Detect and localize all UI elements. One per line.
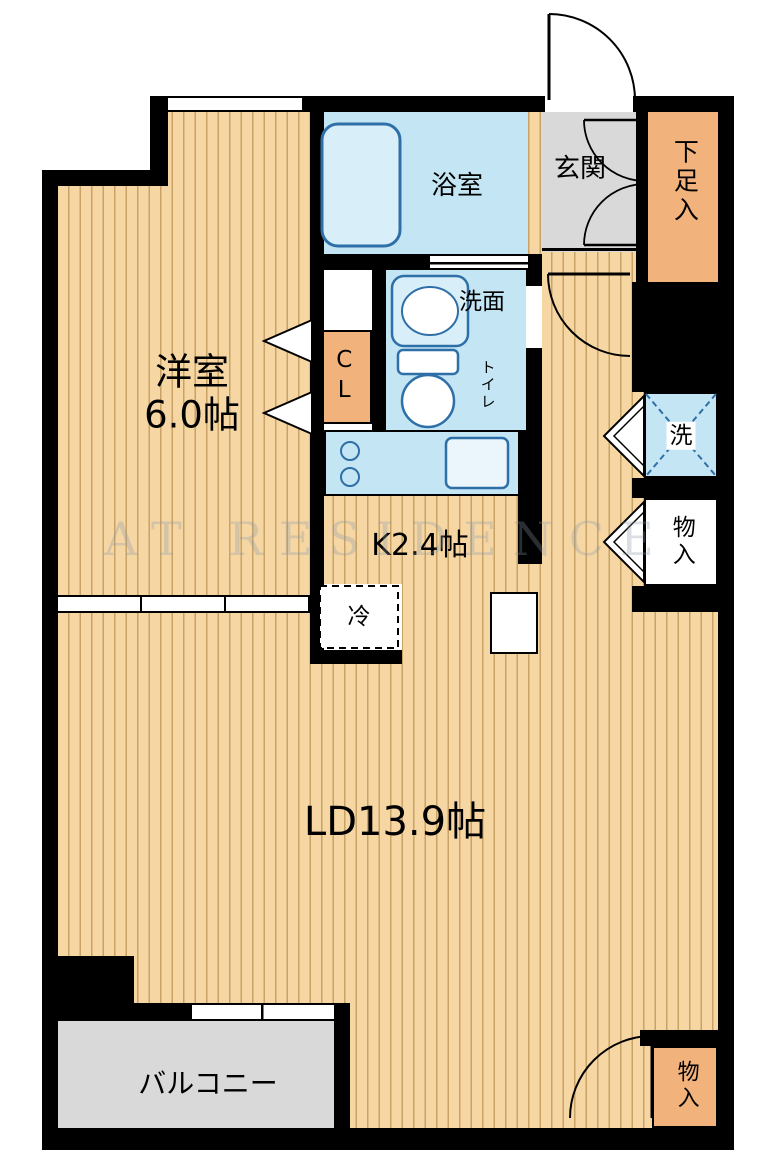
wall-mid-vertical: [310, 112, 324, 664]
toilet-bowl-icon: [400, 373, 456, 429]
label-closet: CL: [331, 347, 358, 407]
label-storage-bottom: 物入: [673, 1060, 699, 1112]
bottom-door-arc: [569, 1035, 653, 1119]
sliding-partition-western-ld: [58, 595, 310, 613]
label-toilet: トイレ: [478, 359, 497, 411]
wall-washroom-left: [372, 258, 386, 430]
wall-kitchen-bottom: [310, 650, 402, 664]
wall-kitchen-right: [518, 430, 542, 564]
label-storage-mid: 物入: [668, 515, 695, 569]
wall-laundry-storage-sep: [632, 478, 734, 498]
bathtub-icon: [320, 122, 402, 248]
outside-notch: [0, 0, 150, 172]
label-fridge: 冷: [347, 603, 371, 630]
room-balcony: [58, 1020, 334, 1128]
label-living-dining: LD13.9帖: [303, 799, 487, 845]
wall-bottom: [42, 1128, 734, 1150]
washbasin-bowl-icon: [401, 286, 459, 336]
room-storage-mid: [644, 498, 718, 586]
storage-bifold-inner: [612, 511, 645, 573]
window-ld-balcony: [192, 1003, 334, 1021]
wall-balcony-right: [334, 1003, 350, 1150]
laundry-bifold-inner: [612, 405, 645, 467]
wall-storage-bottom-top: [640, 1030, 734, 1046]
western-room-size: 6.0帖: [144, 393, 240, 436]
wall-storage-bottom-sep: [632, 586, 734, 612]
closet-bifold-icon-bottom: [261, 390, 313, 436]
label-entrance: 玄関: [553, 154, 607, 185]
toilet-tank-icon: [396, 348, 460, 376]
wall-left: [42, 170, 58, 1150]
label-shoe-cabinet: 下足入: [670, 138, 700, 226]
entrance-door-opening: [545, 96, 633, 112]
burner-icon-2: [340, 467, 360, 487]
room-entrance: [542, 112, 636, 252]
wall-shoe-bottom: [632, 282, 734, 298]
window-western-top: [168, 96, 302, 112]
entrance-step-line: [542, 248, 636, 251]
label-laundry: 洗: [666, 421, 696, 451]
western-room-name: 洋室: [155, 350, 229, 394]
entrance-door-arc: [548, 13, 636, 101]
room-storage-bottom: [652, 1046, 718, 1128]
laundry-bifold-icon: [602, 393, 645, 479]
fridge-dashed-box: [319, 585, 399, 649]
room-shoe-cabinet: [648, 112, 718, 282]
bath-sliding-door: [430, 254, 528, 270]
closet-bifold-icon-top: [261, 318, 313, 364]
label-western-room: 洋室 6.0帖: [144, 351, 240, 436]
wall-pipe-block: [632, 298, 734, 392]
column-box: [490, 592, 538, 654]
label-washroom: 洗面: [459, 288, 505, 315]
label-balcony: バルコニー: [138, 1066, 278, 1100]
wall-notch-v: [150, 96, 168, 186]
wall-pillar-left: [58, 956, 134, 1003]
hall-door-arc: [547, 273, 631, 357]
shoe-door-arc-top: [583, 119, 646, 182]
burner-icon-1: [340, 441, 360, 461]
washroom-door-opening: [526, 286, 542, 348]
label-kitchen: K2.4帖: [371, 527, 469, 563]
wall-notch-h: [42, 170, 168, 186]
shoe-door-arc-bottom: [583, 183, 646, 246]
label-bath: 浴室: [430, 171, 484, 202]
kitchen-sink-icon: [444, 436, 510, 490]
wall-entrance-right: [636, 96, 648, 282]
storage-bifold-icon: [602, 499, 645, 585]
